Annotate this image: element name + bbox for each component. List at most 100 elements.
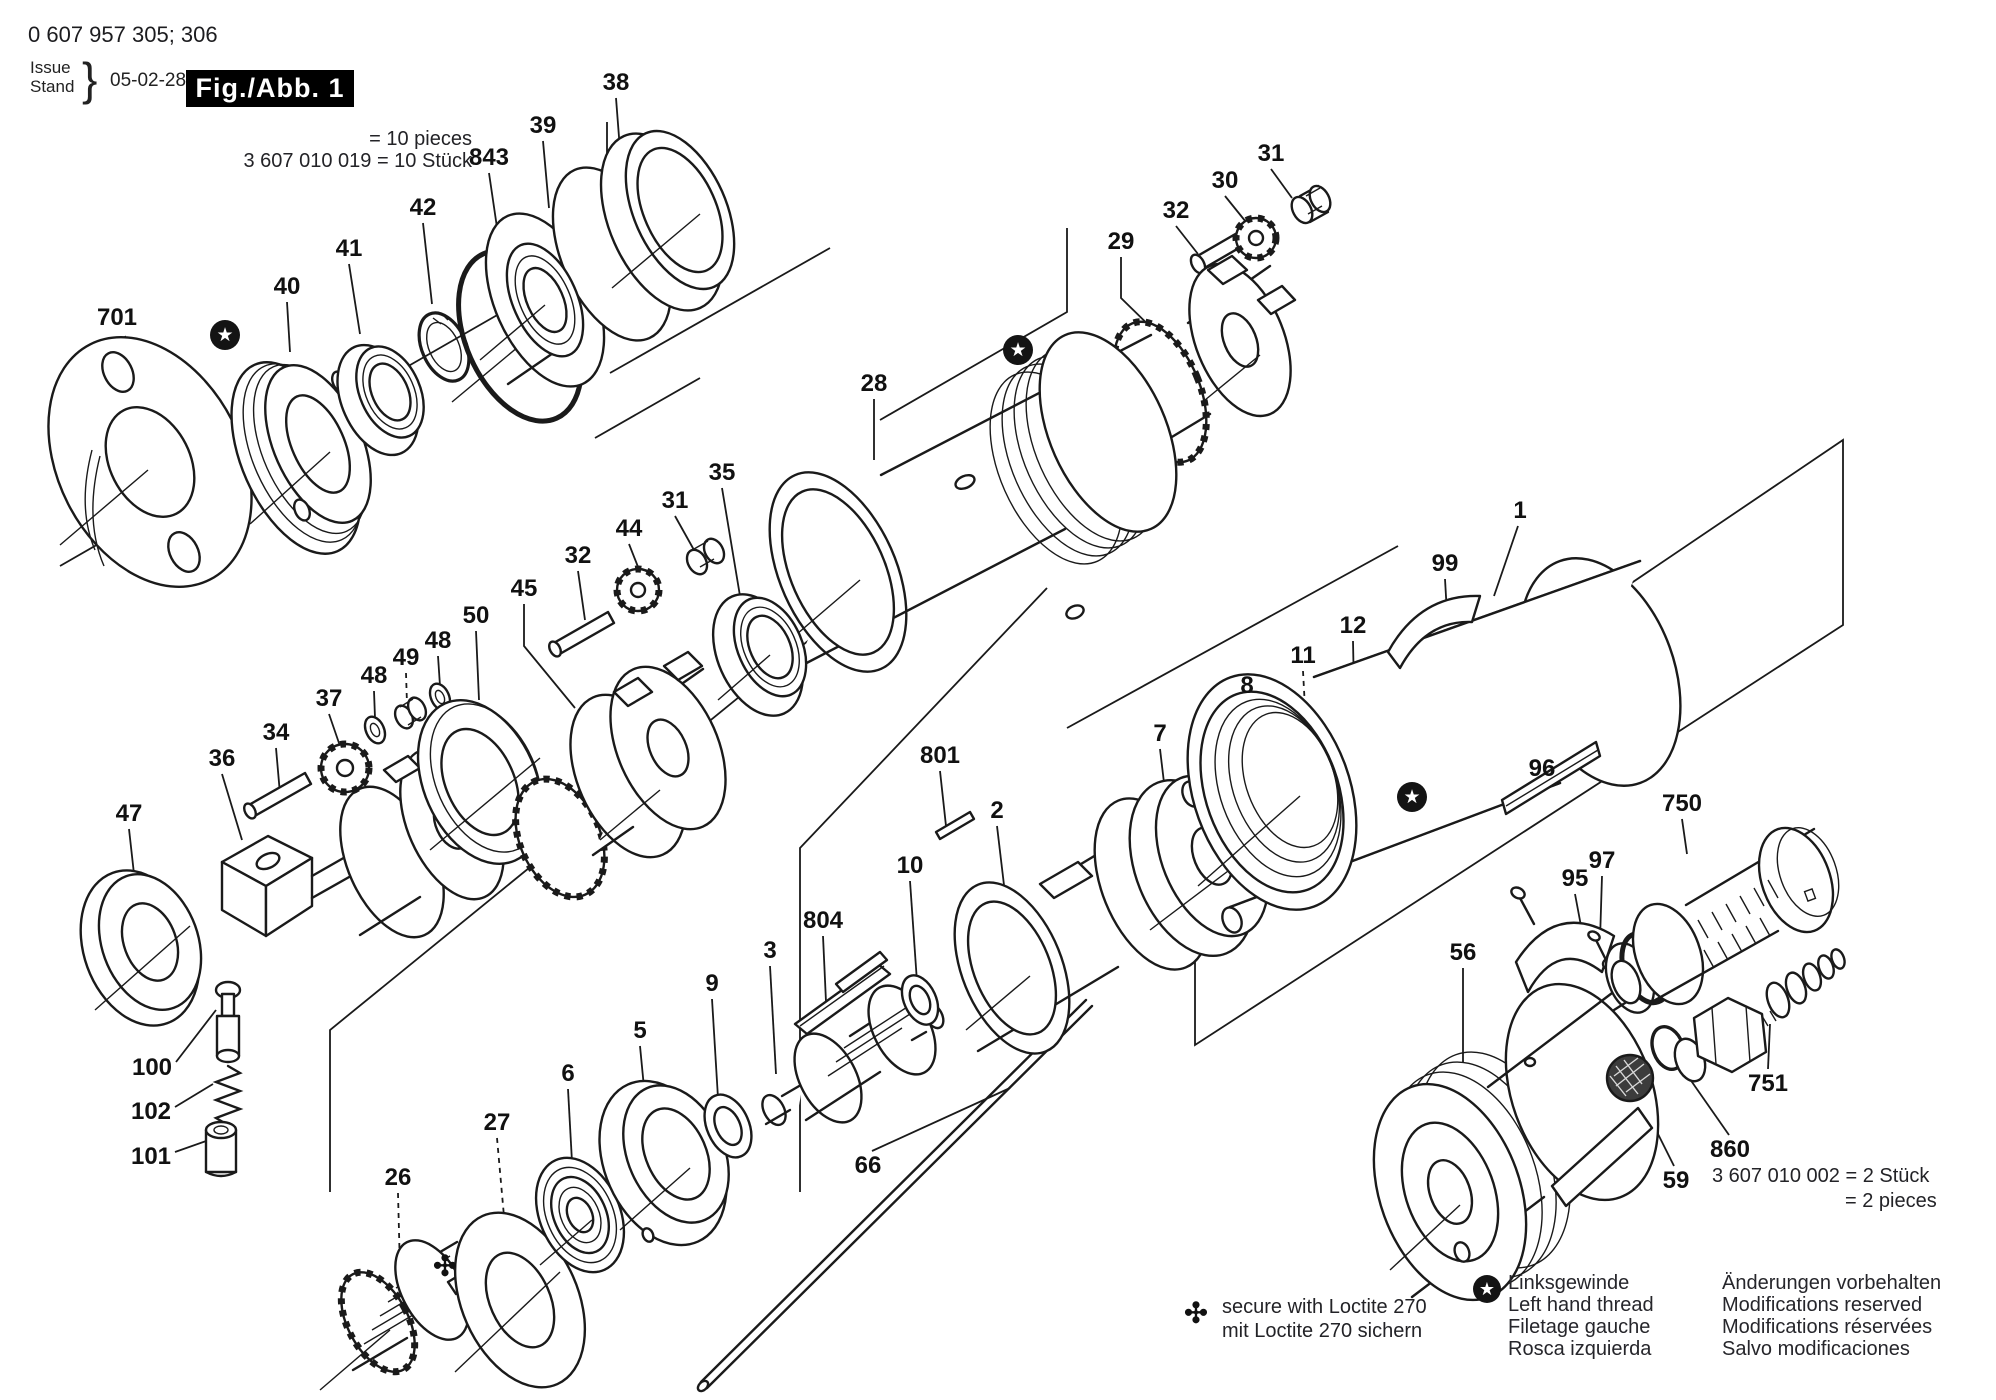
part-label-96: 96 <box>1528 755 1556 782</box>
part-label-3: 3 <box>763 937 777 964</box>
part-label-40: 40 <box>273 273 301 300</box>
part-10-ring <box>900 974 940 1026</box>
part-label-48: 48 <box>360 662 388 689</box>
part-31-coupler-mid <box>685 537 726 576</box>
note-2-pieces-en: = 2 pieces <box>1845 1190 1937 1212</box>
part-label-41: 41 <box>335 235 363 262</box>
part-26-pinion-gear <box>319 1239 489 1391</box>
part-44-gear <box>613 565 663 615</box>
part-41-bearing <box>336 343 425 457</box>
part-6-ball-bearing <box>534 1156 626 1274</box>
legend-line: Filetage gauche <box>1508 1316 1651 1338</box>
part-label-102: 102 <box>130 1098 172 1125</box>
part-27-washer <box>453 1211 587 1389</box>
part-label-44: 44 <box>615 515 643 542</box>
part-31-coupler-top <box>1290 184 1332 225</box>
note-10-pieces-en: = 10 pieces <box>369 128 472 150</box>
part-label-45: 45 <box>510 575 538 602</box>
part-label-843: 843 <box>468 144 510 171</box>
part-label-97: 97 <box>1588 847 1616 874</box>
part-35-ring <box>711 593 808 717</box>
document-number: 0 607 957 305; 306 <box>28 22 218 47</box>
part-38-ring <box>599 129 736 312</box>
part-label-860: 860 <box>1709 1136 1751 1163</box>
part-label-66: 66 <box>854 1152 882 1179</box>
part-label-56: 56 <box>1449 939 1477 966</box>
note-2-pieces-de: 3 607 010 002 = 2 Stück <box>1712 1165 1930 1187</box>
issue-label-de: Stand <box>30 77 75 96</box>
part-label-32: 32 <box>564 542 592 569</box>
figure-title-box: Fig./Abb. 1 <box>186 70 354 107</box>
part-label-48: 48 <box>424 627 452 654</box>
part-801-pin <box>934 810 976 841</box>
part-label-701: 701 <box>96 304 138 331</box>
part-49-spring-sleeve <box>393 696 428 730</box>
part-label-49: 49 <box>392 644 420 671</box>
part-label-9: 9 <box>705 970 719 997</box>
part-label-5: 5 <box>633 1017 647 1044</box>
part-3-rotor <box>761 984 945 1138</box>
left-hand-thread-star-icon: ★ <box>210 320 240 350</box>
clover-icon: ✣ <box>433 1250 457 1282</box>
clover-icon: ✣ <box>1184 1297 1208 1329</box>
part-label-12: 12 <box>1339 612 1367 639</box>
part-label-1: 1 <box>1513 497 1527 524</box>
part-804-vanes <box>793 950 892 1036</box>
part-47-washer <box>79 869 203 1027</box>
part-label-95: 95 <box>1561 865 1589 892</box>
part-label-100: 100 <box>131 1054 173 1081</box>
part-label-6: 6 <box>561 1060 575 1087</box>
note-10-pieces-de: 3 607 010 019 = 10 Stück <box>243 150 472 172</box>
part-label-36: 36 <box>208 745 236 772</box>
part-label-47: 47 <box>115 800 143 827</box>
part-32-pin-mid <box>548 610 616 658</box>
issue-date: 05-02-28 <box>110 70 187 91</box>
part-label-7: 7 <box>1153 720 1167 747</box>
part-1-housing <box>1186 557 1682 911</box>
part-label-26: 26 <box>384 1164 412 1191</box>
part-102-spring <box>212 1064 244 1127</box>
part-label-32: 32 <box>1162 197 1190 224</box>
part-label-10: 10 <box>896 852 924 879</box>
part-100-valve-pin <box>214 980 242 1064</box>
part-label-35: 35 <box>708 459 736 486</box>
legend-line: Modifications réservées <box>1722 1316 1933 1338</box>
part-701-flange <box>47 335 253 589</box>
part-label-50: 50 <box>462 602 490 629</box>
part-66-shaft <box>696 998 1094 1393</box>
part-48-washer-left <box>363 715 387 745</box>
legend-line: Linksgewinde <box>1508 1272 1630 1294</box>
left-hand-thread-star-icon: ★ <box>1397 782 1427 812</box>
part-label-39: 39 <box>529 112 557 139</box>
legend-line: Salvo modificaciones <box>1722 1338 1910 1360</box>
part-50-ring <box>416 698 544 866</box>
part-30-gear <box>1232 214 1280 262</box>
part-5-end-plate-ring <box>598 1079 730 1247</box>
part-label-29: 29 <box>1107 228 1135 255</box>
part-9-ring <box>703 1093 753 1159</box>
part-label-30: 30 <box>1211 167 1239 194</box>
part-label-37: 37 <box>315 685 343 712</box>
part-label-28: 28 <box>860 370 888 397</box>
part-37-gear <box>317 740 373 796</box>
legend-star-icon: ★ <box>1473 1275 1501 1303</box>
part-label-38: 38 <box>602 69 630 96</box>
part-28-sleeve <box>768 331 1178 673</box>
part-99-clip <box>1386 594 1482 670</box>
part-label-31: 31 <box>661 487 689 514</box>
legend-line: Modifications reserved <box>1722 1294 1923 1316</box>
part-34-pin <box>243 771 313 820</box>
loctite-note-en: secure with Loctite 270 <box>1222 1296 1427 1318</box>
legend-line: Left hand thread <box>1508 1294 1654 1316</box>
part-label-8: 8 <box>1240 672 1254 699</box>
part-label-34: 34 <box>262 719 290 746</box>
part-101-pin <box>204 1120 238 1178</box>
part-label-2: 2 <box>990 797 1004 824</box>
issue-stand-label: Issue Stand <box>30 58 74 96</box>
issue-label-en: Issue <box>30 58 71 77</box>
part-label-27: 27 <box>483 1109 511 1136</box>
part-59-mesh-screen <box>1605 1053 1655 1103</box>
legend-left-hand-thread: Linksgewinde Left hand thread Filetage g… <box>1508 1272 1654 1360</box>
